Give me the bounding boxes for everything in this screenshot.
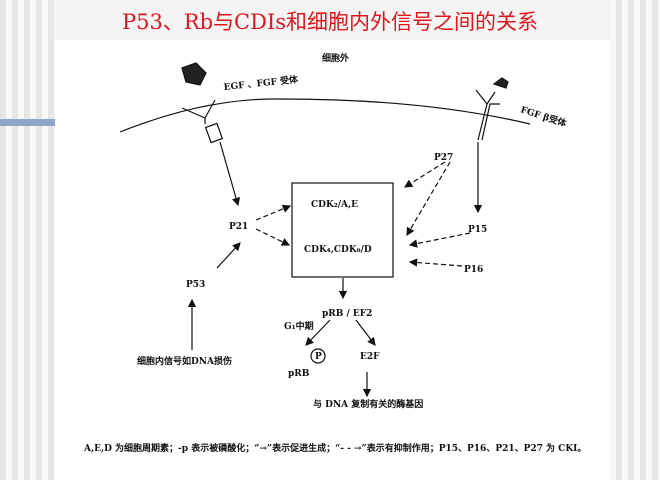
label-prb-ef2: pRB / EF2	[322, 309, 372, 319]
fgf-ligand	[492, 77, 509, 89]
label-p53: P53	[186, 280, 205, 290]
label-p15: P15	[468, 225, 487, 235]
right-stripes	[610, 0, 660, 480]
label-cdk46: CDK₄,CDK₆/D	[304, 245, 372, 255]
cdk-box	[291, 182, 394, 278]
label-p16: P16	[464, 265, 483, 275]
label-cdk2: CDK₂/A,E	[311, 200, 358, 210]
fgf-receptor	[475, 89, 500, 141]
label-e2f: E2F	[360, 352, 380, 362]
label-extracellular: 细胞外	[322, 52, 349, 64]
egf-ligand	[181, 62, 207, 86]
label-g1: G₁中期	[284, 320, 314, 332]
slide-title: P53、Rb与CDIs和细胞内外信号之间的关系	[121, 10, 539, 34]
egf-receptor-box	[204, 122, 224, 144]
cell-membrane	[119, 98, 531, 133]
footnote: A,E,D 为细胞周期素；-p 表示被磷酸化；“→”表示促进生成；“- - →”…	[83, 442, 586, 454]
accent-bar	[0, 119, 55, 126]
egf-receptor	[181, 99, 216, 124]
label-p27: P27	[434, 153, 453, 163]
label-fgf-receptor: FGF β受体	[519, 103, 569, 129]
label-dna-damage: 细胞内信号如DNA损伤	[137, 355, 232, 367]
diagram-panel	[55, 40, 610, 480]
label-prb: pRB	[288, 369, 310, 379]
label-p21: P21	[229, 222, 248, 232]
label-p: P	[315, 352, 322, 362]
label-genes: 与 DNA 复制有关的酶基因	[313, 398, 423, 410]
left-stripes	[0, 0, 55, 480]
label-egf-receptor: EGF 、FGF 受体	[223, 73, 300, 93]
phosphate-circle	[310, 348, 326, 364]
